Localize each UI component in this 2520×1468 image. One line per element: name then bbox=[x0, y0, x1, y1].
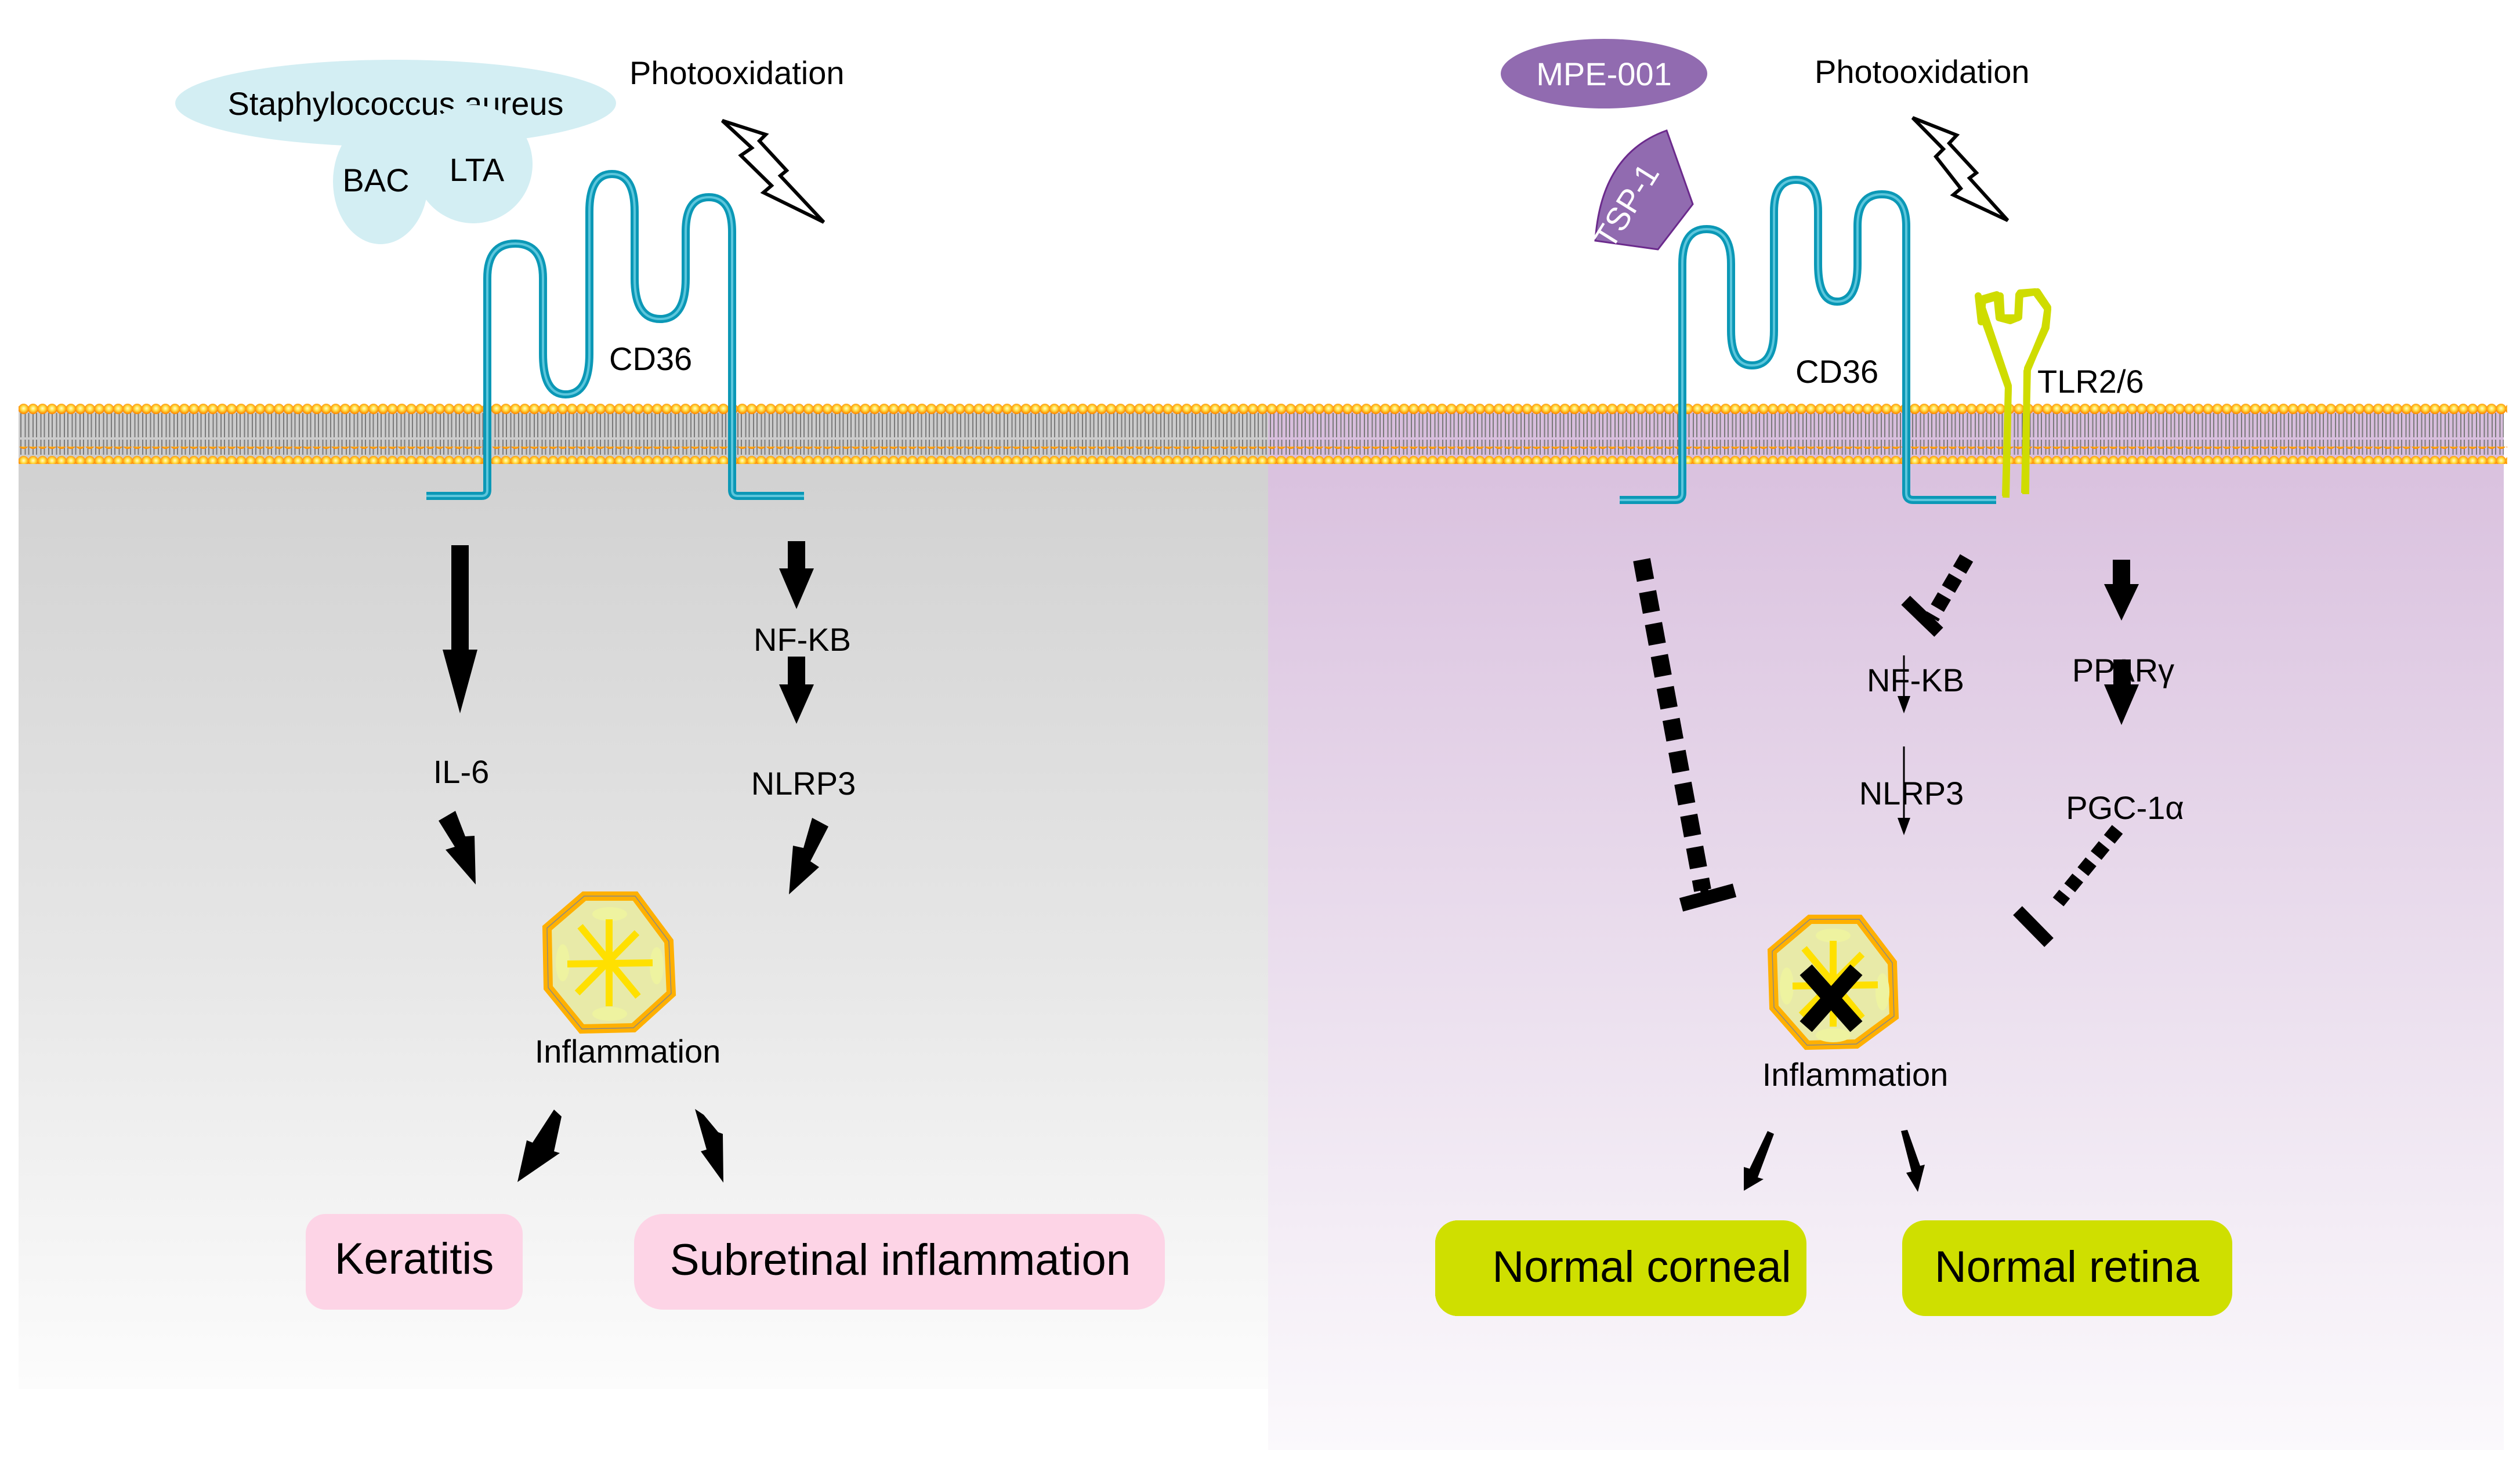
arrow-nfkb-to-nlrp3-left bbox=[779, 657, 814, 724]
arrow-nlrp3-to-inflammation-right bbox=[1898, 746, 1910, 835]
nlrp3-label-right: NLRP3 bbox=[1859, 775, 1964, 811]
blocked-x-icon bbox=[1800, 964, 1863, 1032]
keratitis-label: Keratitis bbox=[335, 1234, 494, 1284]
inflammation-icon-left: Inflammation bbox=[535, 891, 721, 1070]
arrow-ppar-to-pgc1a bbox=[2104, 659, 2139, 725]
subretinal-inflammation-label: Subretinal inflammation bbox=[670, 1235, 1131, 1285]
cell-membrane bbox=[19, 399, 2507, 464]
inflammation-icon-right: Inflammation bbox=[1762, 915, 1949, 1093]
bac-ligand: BAC bbox=[333, 119, 428, 244]
outcome-keratitis: Keratitis bbox=[306, 1214, 523, 1310]
photooxidation-label-right: Photooxidation bbox=[1815, 53, 2030, 90]
normal-retina-label: Normal retina bbox=[1935, 1242, 2200, 1292]
cd36-receptor-right: CD36 bbox=[1620, 175, 1996, 504]
mpe001-label: MPE-001 bbox=[1536, 56, 1671, 92]
mpe001-drug: MPE-001 bbox=[1501, 39, 1707, 108]
normal-corneal-block bbox=[1435, 1220, 1806, 1316]
cd36-label-right: CD36 bbox=[1795, 353, 1878, 390]
lta-label: LTA bbox=[450, 151, 505, 188]
outcome-normal-retina: Normal retina bbox=[1902, 1220, 2232, 1316]
nfkb-label-right: NF-KB bbox=[1867, 662, 1964, 698]
arrow-inflammation-to-normal-retina bbox=[1901, 1130, 1925, 1192]
arrow-inflammation-to-subretinal bbox=[695, 1109, 723, 1183]
arrow-cd36-to-nfkb-left bbox=[779, 541, 814, 609]
photooxidation-label-left: Photooxidation bbox=[629, 55, 845, 91]
membrane-outer-heads bbox=[19, 399, 2507, 416]
pathogen-label: Staphylococcus aureus bbox=[227, 85, 563, 122]
lightning-icon bbox=[720, 119, 825, 224]
nfkb-label-left: NF-KB bbox=[754, 621, 851, 658]
arrow-il6-to-inflammation bbox=[439, 811, 476, 885]
nlrp3-label-left: NLRP3 bbox=[751, 765, 856, 802]
inhibition-cd36-to-nfkb bbox=[1901, 554, 1974, 637]
inflammation-label-left: Inflammation bbox=[535, 1033, 721, 1070]
arrow-cd36-to-il6 bbox=[443, 545, 477, 713]
normal-corneal-label: Normal corneal bbox=[1492, 1242, 1791, 1292]
tsp1-mediator: TSP-1 bbox=[1587, 129, 1694, 255]
arrow-inflammation-to-keratitis bbox=[517, 1110, 562, 1182]
il6-label: IL-6 bbox=[433, 753, 490, 790]
cd36-label-left: CD36 bbox=[609, 340, 692, 377]
inflammation-label-right: Inflammation bbox=[1762, 1056, 1949, 1093]
tlr26-receptor: TLR2/6 bbox=[1975, 288, 2144, 498]
arrow-tlr26-to-ppar bbox=[2104, 560, 2139, 621]
membrane-inner-heads bbox=[19, 447, 2507, 464]
tlr26-label: TLR2/6 bbox=[2037, 363, 2144, 400]
arrow-nlrp3-to-inflammation bbox=[789, 818, 828, 894]
pgc1a-label: PGC-1α bbox=[2066, 789, 2184, 826]
bac-label: BAC bbox=[342, 162, 409, 198]
inhibition-cd36-to-inflammation bbox=[1633, 558, 1737, 912]
arrow-inflammation-to-normal-corneal bbox=[1744, 1131, 1774, 1191]
arrow-nfkb-to-nlrp3-right bbox=[1898, 655, 1910, 713]
lta-ligand: LTA bbox=[414, 105, 533, 223]
outcome-subretinal-inflammation: Subretinal inflammation bbox=[634, 1214, 1165, 1310]
lightning-icon bbox=[1911, 116, 2010, 222]
inhibition-pgc1a-to-inflammation bbox=[2013, 825, 2123, 947]
cd36-receptor-left: CD36 bbox=[426, 170, 804, 500]
